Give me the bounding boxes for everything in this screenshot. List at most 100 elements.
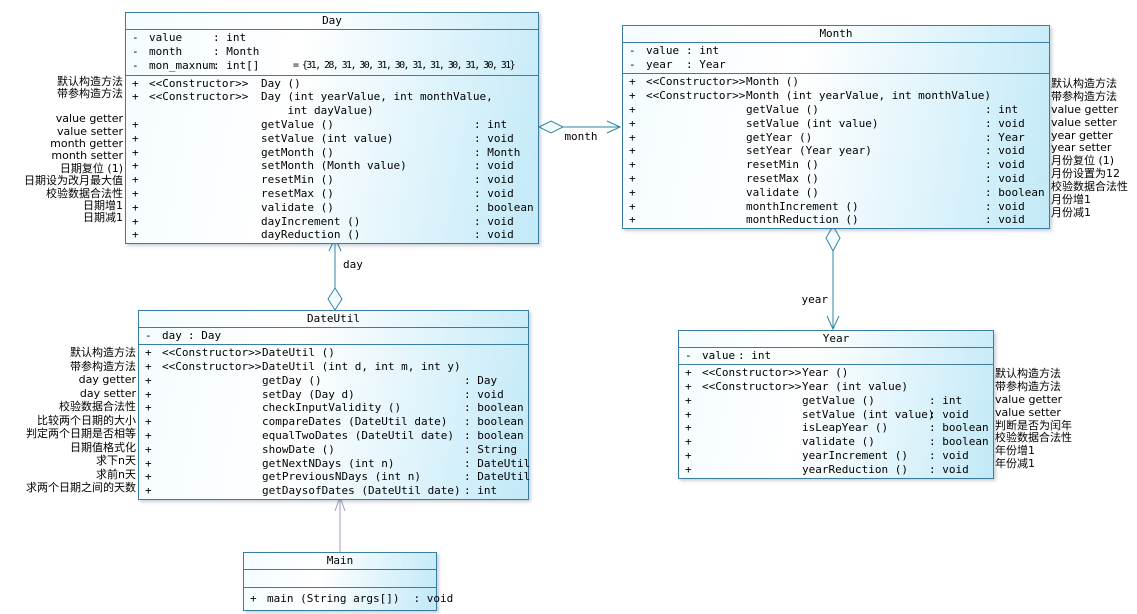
methods-section: +main (String args[]): void xyxy=(244,588,454,610)
method-row: +setValue (int value): void xyxy=(685,407,969,421)
attribute-row: -month: Month xyxy=(132,45,260,59)
annotation-line: 默认构造方法 xyxy=(1051,77,1117,90)
aggregation-day-month[interactable]: month xyxy=(537,120,622,143)
class-title: Day xyxy=(126,13,538,30)
method-row: +getMonth (): Month xyxy=(132,145,521,159)
attribute-row: -value: int xyxy=(629,44,720,57)
aggregation-diamond xyxy=(537,120,565,134)
method-row: +setValue (int value): void xyxy=(132,131,514,145)
annotation-line: 判断是否为闰年 xyxy=(995,418,1072,432)
edge-label-day[interactable]: day xyxy=(343,258,363,271)
method-row: +monthIncrement (): void xyxy=(629,199,1025,213)
method-row: +main (String args[]): void xyxy=(250,592,454,605)
method-row: +getDaysofDates (DateUtil date): int xyxy=(145,484,498,498)
annotation-line: 默认构造方法 xyxy=(995,367,1061,380)
method-row: int dayValue) xyxy=(261,104,374,118)
method-row: +<<Constructor>>DateUtil () xyxy=(145,346,335,360)
method-row: +dayReduction (): void xyxy=(132,228,514,242)
method-row: +resetMax (): void xyxy=(132,186,514,200)
method-row: +compareDates (DateUtil date): boolean xyxy=(145,415,524,429)
class-title: Main xyxy=(244,553,436,570)
method-row: +<<Constructor>>DateUtil (int d, int m, … xyxy=(145,359,461,373)
attributes-section: -value: int-year: Year xyxy=(623,43,1049,75)
annotation-line: 月份设置为12 xyxy=(1051,167,1120,181)
edge-label-month[interactable]: month xyxy=(564,130,597,143)
method-row: +setYear (Year year): void xyxy=(629,144,1025,158)
annotation-line: 比较两个日期的大小 xyxy=(37,413,136,427)
method-row: +validate (): boolean xyxy=(685,435,989,449)
method-row: +setValue (int value): void xyxy=(629,116,1025,130)
annotation-line: month getter xyxy=(50,136,123,150)
annotation-line: 日期复位 (1) xyxy=(59,161,123,175)
annotation-line: 判定两个日期是否相等 xyxy=(26,427,136,440)
methods-section: +<<Constructor>>DateUtil ()+<<Constructo… xyxy=(139,345,531,499)
class-box-main[interactable]: Main +main (String args[]): void xyxy=(243,552,454,611)
method-row: +checkInputValidity (): boolean xyxy=(145,401,524,415)
attributes-section: -day: Day xyxy=(139,328,528,346)
annotation-line: 日期增1 xyxy=(83,198,123,212)
method-row: +isLeapYear (): boolean xyxy=(685,421,989,435)
annotation-line: value setter xyxy=(57,124,123,138)
dependency-main-dateutil[interactable] xyxy=(334,495,346,552)
annotation-line: 求前n天 xyxy=(96,467,136,481)
open-arrow-icon xyxy=(606,120,622,134)
annotation-line: 带参构造方法 xyxy=(1051,89,1117,103)
annotation-line: 月份复位 (1) xyxy=(1051,154,1115,168)
method-row: +getDay (): Day xyxy=(145,373,498,387)
annotation-line: 日期值格式化 xyxy=(70,440,136,454)
annotation-line: 校验数据合法性 xyxy=(59,400,136,413)
annotation-line: year setter xyxy=(1051,141,1112,155)
methods-section: +<<Constructor>>Day ()+<<Constructor>>Da… xyxy=(126,76,538,244)
method-row: +yearIncrement (): void xyxy=(685,448,969,462)
method-row: +<<Constructor>>Year (int value) xyxy=(685,379,908,393)
method-row: +setMonth (Month value): void xyxy=(132,159,514,173)
annotation-line: 日期设为改月最大值 xyxy=(24,174,123,188)
annotation-line: value getter xyxy=(55,112,123,126)
method-row: +<<Constructor>>Month () xyxy=(629,75,799,89)
method-row: +setDay (Day d): void xyxy=(145,387,504,401)
annotation-line: 带参构造方法 xyxy=(995,379,1061,393)
annotation-line: month setter xyxy=(51,149,123,163)
method-row: +resetMin (): void xyxy=(629,158,1025,172)
method-row: +getValue (): int xyxy=(685,393,963,407)
method-row: +getPreviousNDays (int n): DateUtil xyxy=(145,470,531,484)
class-box-month[interactable]: Month -value: int-year: Year +<<Construc… xyxy=(622,25,1050,230)
annotation-line: 校验数据合法性 xyxy=(1051,180,1128,194)
attribute-row: -value: int xyxy=(685,349,772,362)
aggregation-dateutil-day[interactable]: day xyxy=(327,236,363,311)
class-title: Year xyxy=(679,331,993,348)
method-row: +equalTwoDates (DateUtil date): boolean xyxy=(145,428,524,442)
attributes-section: -value: int xyxy=(679,348,993,366)
annotation-line: 日期减1 xyxy=(83,211,123,225)
annotation-line: 默认构造方法 xyxy=(70,346,136,359)
method-row: +validate (): boolean xyxy=(629,185,1045,199)
method-row: +resetMax (): void xyxy=(629,171,1025,185)
class-title: Month xyxy=(623,26,1049,43)
annotation-line: 带参构造方法 xyxy=(57,87,123,101)
method-row: +getValue (): int xyxy=(629,102,1019,116)
annotation-line: year getter xyxy=(1051,128,1113,142)
annotation-line: 默认构造方法 xyxy=(57,75,123,88)
aggregation-month-year[interactable]: year xyxy=(802,225,841,331)
annotation-line: day setter xyxy=(79,386,136,400)
methods-section: +<<Constructor>>Month ()+<<Constructor>>… xyxy=(623,74,1049,228)
method-row: +getNextNDays (int n): DateUtil xyxy=(145,456,531,470)
edge-label-year[interactable]: year xyxy=(802,293,829,306)
method-row: +<<Constructor>>Day (int yearValue, int … xyxy=(132,90,493,104)
annotation-line: 年份减1 xyxy=(995,457,1035,471)
method-row: +<<Constructor>>Day () xyxy=(132,76,301,90)
method-row: +yearReduction (): void xyxy=(685,462,969,476)
class-box-year[interactable]: Year -value: int +<<Constructor>>Year ()… xyxy=(678,330,994,479)
attributes-section: -value: int-month: Month-mon_maxnum: int… xyxy=(126,30,538,76)
annotation-line: value getter xyxy=(995,392,1063,406)
aggregation-diamond xyxy=(825,225,841,253)
method-row: +getValue (): int xyxy=(132,117,508,131)
class-box-day[interactable]: Day -value: int-month: Month-mon_maxnum:… xyxy=(125,12,539,245)
annotation-line: value setter xyxy=(1051,115,1117,129)
class-box-dateutil[interactable]: DateUtil -day: Day +<<Constructor>>DateU… xyxy=(138,310,531,500)
method-row: +dayIncrement (): void xyxy=(132,214,514,228)
method-row: +getYear (): Year xyxy=(629,130,1025,144)
annotation-line: 年份增1 xyxy=(995,444,1035,458)
method-row: +resetMin (): void xyxy=(132,173,514,187)
